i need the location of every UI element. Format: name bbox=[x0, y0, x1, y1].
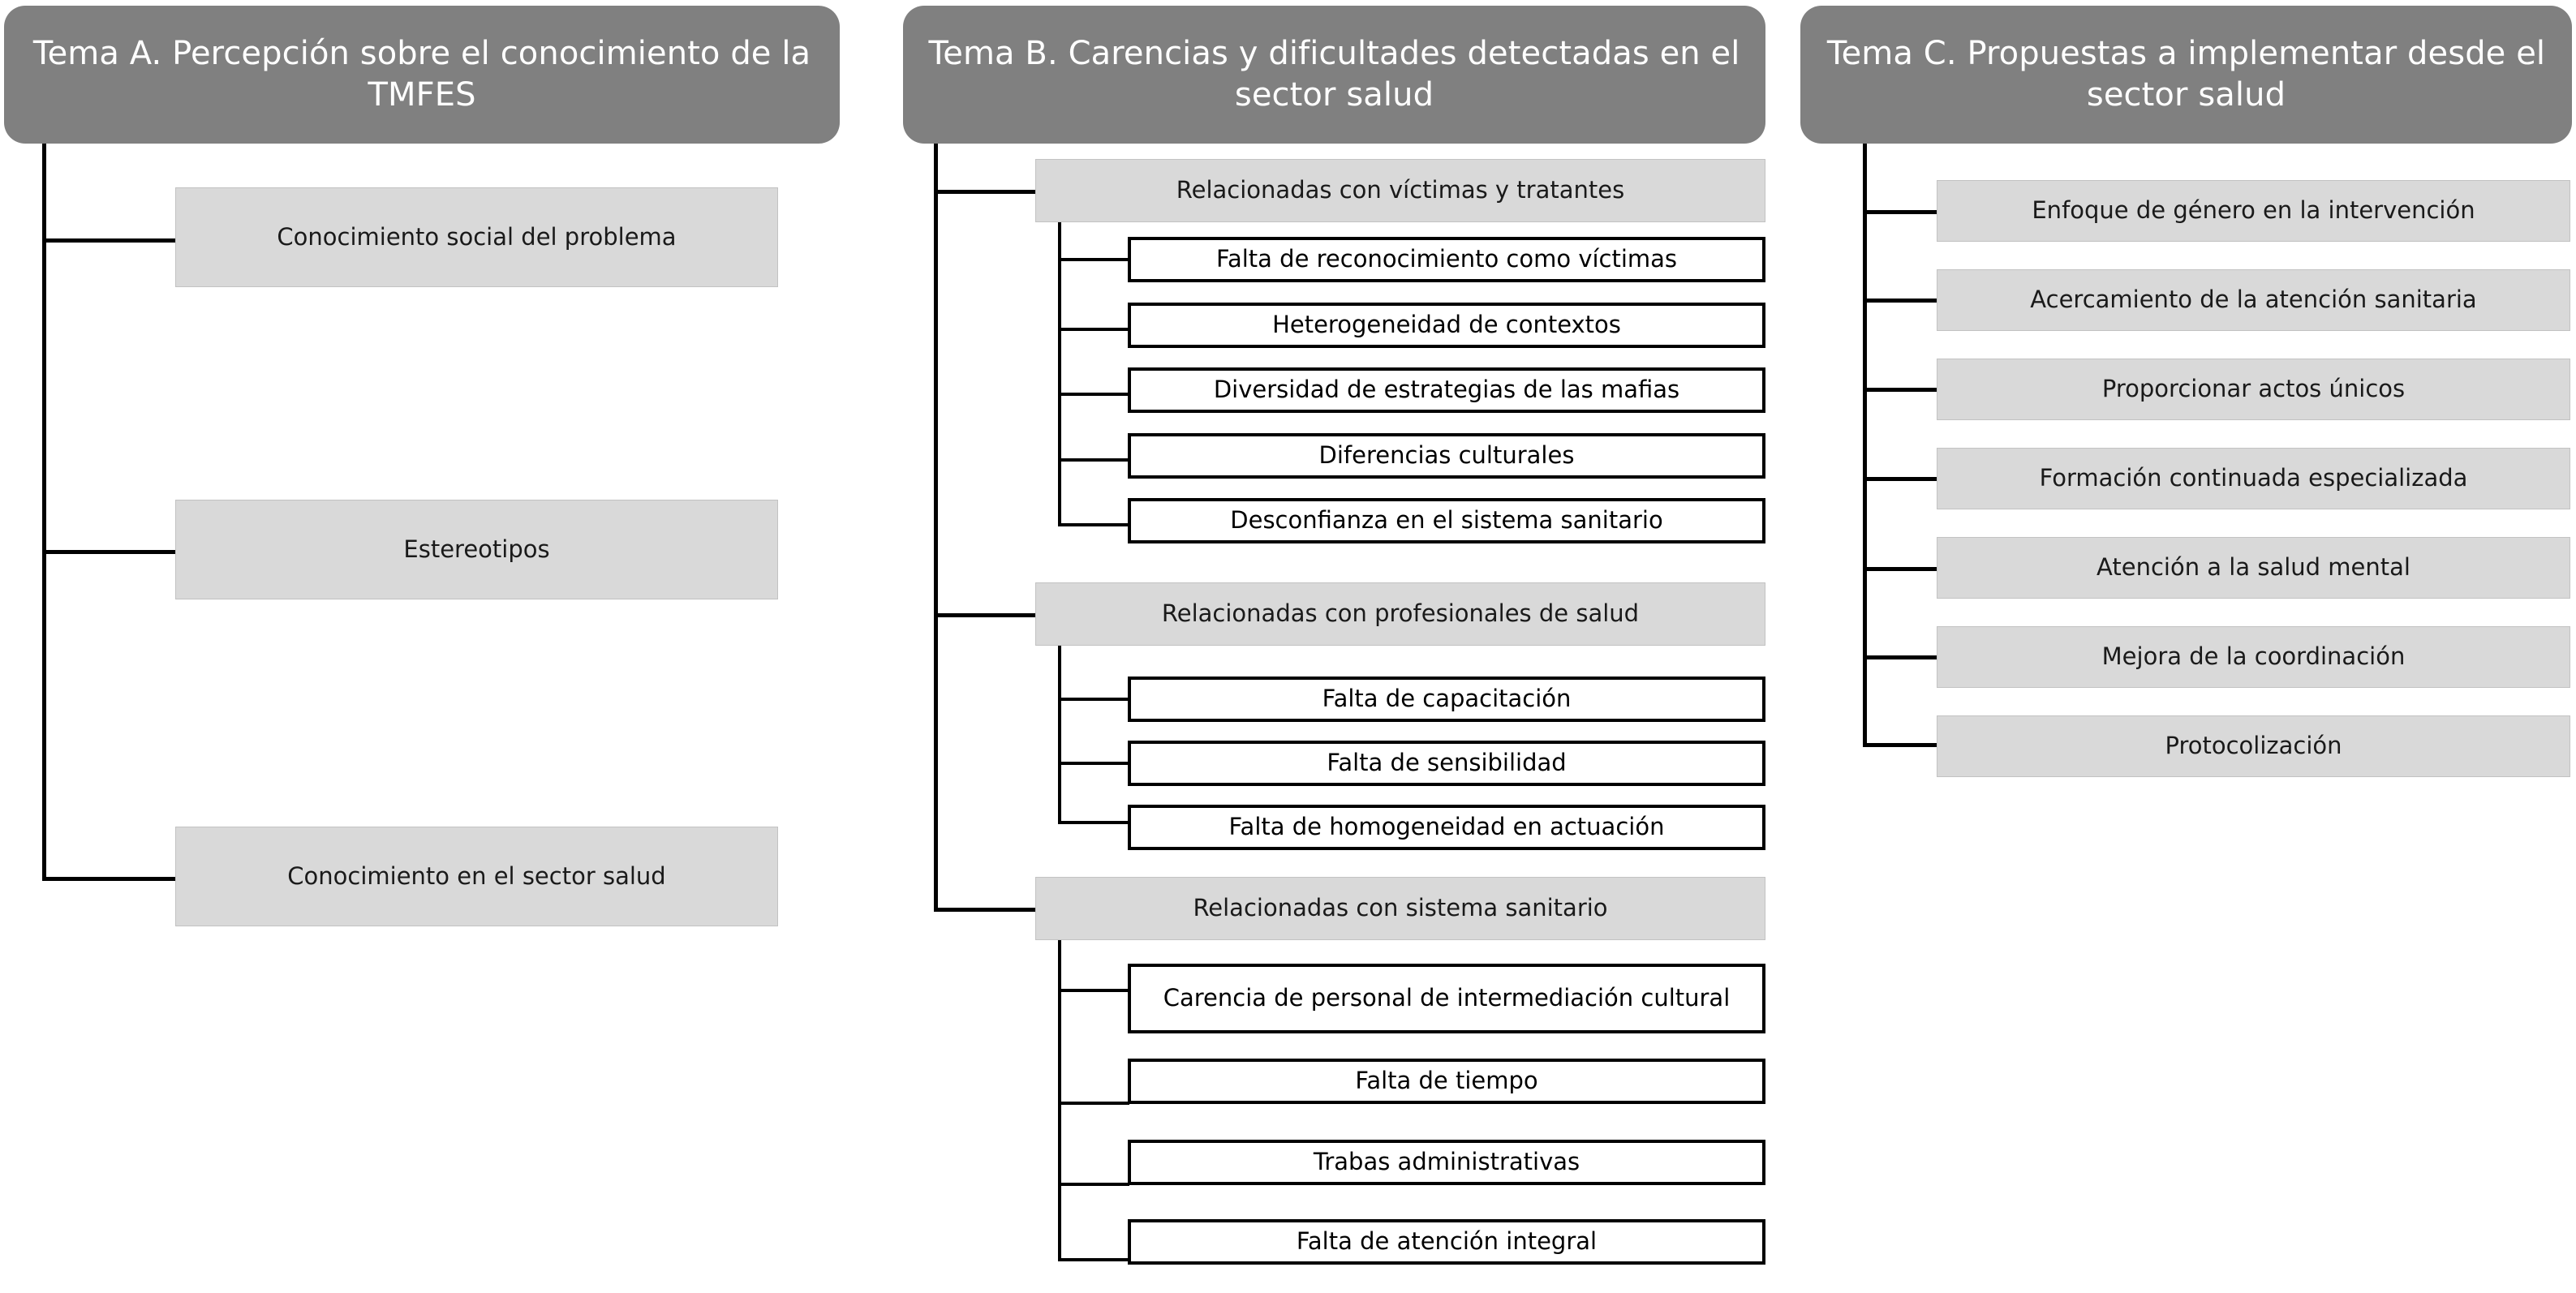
connector-subtrunk-b-3 bbox=[1058, 940, 1061, 1261]
connector-leaf-b-3-4 bbox=[1058, 1258, 1129, 1261]
theme-header-tema-c[interactable]: Tema C. Propuestas a implementar desde e… bbox=[1800, 6, 2572, 144]
connector-branch-a-1 bbox=[42, 238, 176, 243]
node-c-7[interactable]: Protocolización bbox=[1937, 715, 2570, 777]
connector-subtrunk-b-1 bbox=[1058, 222, 1061, 526]
connector-branch-c-3 bbox=[1863, 388, 1937, 392]
node-b-3-1[interactable]: Carencia de personal de intermediación c… bbox=[1128, 964, 1765, 1033]
connector-leaf-b-2-2 bbox=[1058, 762, 1129, 765]
connector-branch-c-6 bbox=[1863, 655, 1937, 659]
connector-trunk-tema-a bbox=[42, 144, 46, 881]
node-b-1-5[interactable]: Desconfianza en el sistema sanitario bbox=[1128, 498, 1765, 543]
node-b-1-1[interactable]: Falta de reconocimiento como víctimas bbox=[1128, 237, 1765, 282]
connector-branch-c-5 bbox=[1863, 567, 1937, 571]
node-c-2[interactable]: Acercamiento de la atención sanitaria bbox=[1937, 269, 2570, 331]
node-b-3-4[interactable]: Falta de atención integral bbox=[1128, 1219, 1765, 1265]
node-b-group-3[interactable]: Relacionadas con sistema sanitario bbox=[1035, 877, 1765, 940]
connector-leaf-b-1-5 bbox=[1058, 523, 1129, 526]
node-c-3[interactable]: Proporcionar actos únicos bbox=[1937, 359, 2570, 420]
node-a-3[interactable]: Conocimiento en el sector salud bbox=[175, 827, 778, 926]
node-b-2-3[interactable]: Falta de homogeneidad en actuación bbox=[1128, 805, 1765, 850]
node-b-3-3[interactable]: Trabas administrativas bbox=[1128, 1140, 1765, 1185]
connector-leaf-b-1-4 bbox=[1058, 458, 1129, 462]
node-b-2-1[interactable]: Falta de capacitación bbox=[1128, 677, 1765, 722]
theme-header-tema-a[interactable]: Tema A. Percepción sobre el conocimiento… bbox=[4, 6, 840, 144]
connector-leaf-b-1-1 bbox=[1058, 258, 1129, 261]
node-c-5[interactable]: Atención a la salud mental bbox=[1937, 537, 2570, 599]
connector-branch-c-7 bbox=[1863, 743, 1937, 747]
connector-leaf-b-3-1 bbox=[1058, 989, 1129, 992]
node-b-group-2[interactable]: Relacionadas con profesionales de salud bbox=[1035, 582, 1765, 646]
node-b-1-3[interactable]: Diversidad de estrategias de las mafias bbox=[1128, 367, 1765, 413]
connector-leaf-b-3-3 bbox=[1058, 1183, 1129, 1186]
connector-branch-b-group-2 bbox=[934, 613, 1036, 617]
node-b-1-4[interactable]: Diferencias culturales bbox=[1128, 433, 1765, 479]
connector-leaf-b-1-3 bbox=[1058, 393, 1129, 396]
connector-leaf-b-1-2 bbox=[1058, 328, 1129, 331]
connector-trunk-tema-b bbox=[934, 144, 938, 911]
node-b-3-2[interactable]: Falta de tiempo bbox=[1128, 1059, 1765, 1104]
node-a-2[interactable]: Estereotipos bbox=[175, 500, 778, 599]
connector-leaf-b-2-1 bbox=[1058, 698, 1129, 701]
theme-header-tema-b[interactable]: Tema B. Carencias y dificultades detecta… bbox=[903, 6, 1765, 144]
connector-leaf-b-3-2 bbox=[1058, 1102, 1129, 1105]
node-b-group-1[interactable]: Relacionadas con víctimas y tratantes bbox=[1035, 159, 1765, 222]
connector-branch-a-2 bbox=[42, 550, 176, 554]
node-c-6[interactable]: Mejora de la coordinación bbox=[1937, 626, 2570, 688]
connector-branch-c-2 bbox=[1863, 299, 1937, 303]
connector-branch-c-1 bbox=[1863, 210, 1937, 214]
node-c-4[interactable]: Formación continuada especializada bbox=[1937, 448, 2570, 509]
connector-branch-c-4 bbox=[1863, 477, 1937, 481]
node-b-1-2[interactable]: Heterogeneidad de contextos bbox=[1128, 303, 1765, 348]
connector-branch-b-group-3 bbox=[934, 908, 1036, 912]
node-a-1[interactable]: Conocimiento social del problema bbox=[175, 187, 778, 287]
connector-trunk-tema-c bbox=[1863, 144, 1867, 747]
node-b-2-2[interactable]: Falta de sensibilidad bbox=[1128, 741, 1765, 786]
connector-branch-b-group-1 bbox=[934, 190, 1036, 194]
node-c-1[interactable]: Enfoque de género en la intervención bbox=[1937, 180, 2570, 242]
connector-branch-a-3 bbox=[42, 877, 176, 881]
connector-leaf-b-2-3 bbox=[1058, 821, 1129, 824]
connector-subtrunk-b-2 bbox=[1058, 646, 1061, 823]
